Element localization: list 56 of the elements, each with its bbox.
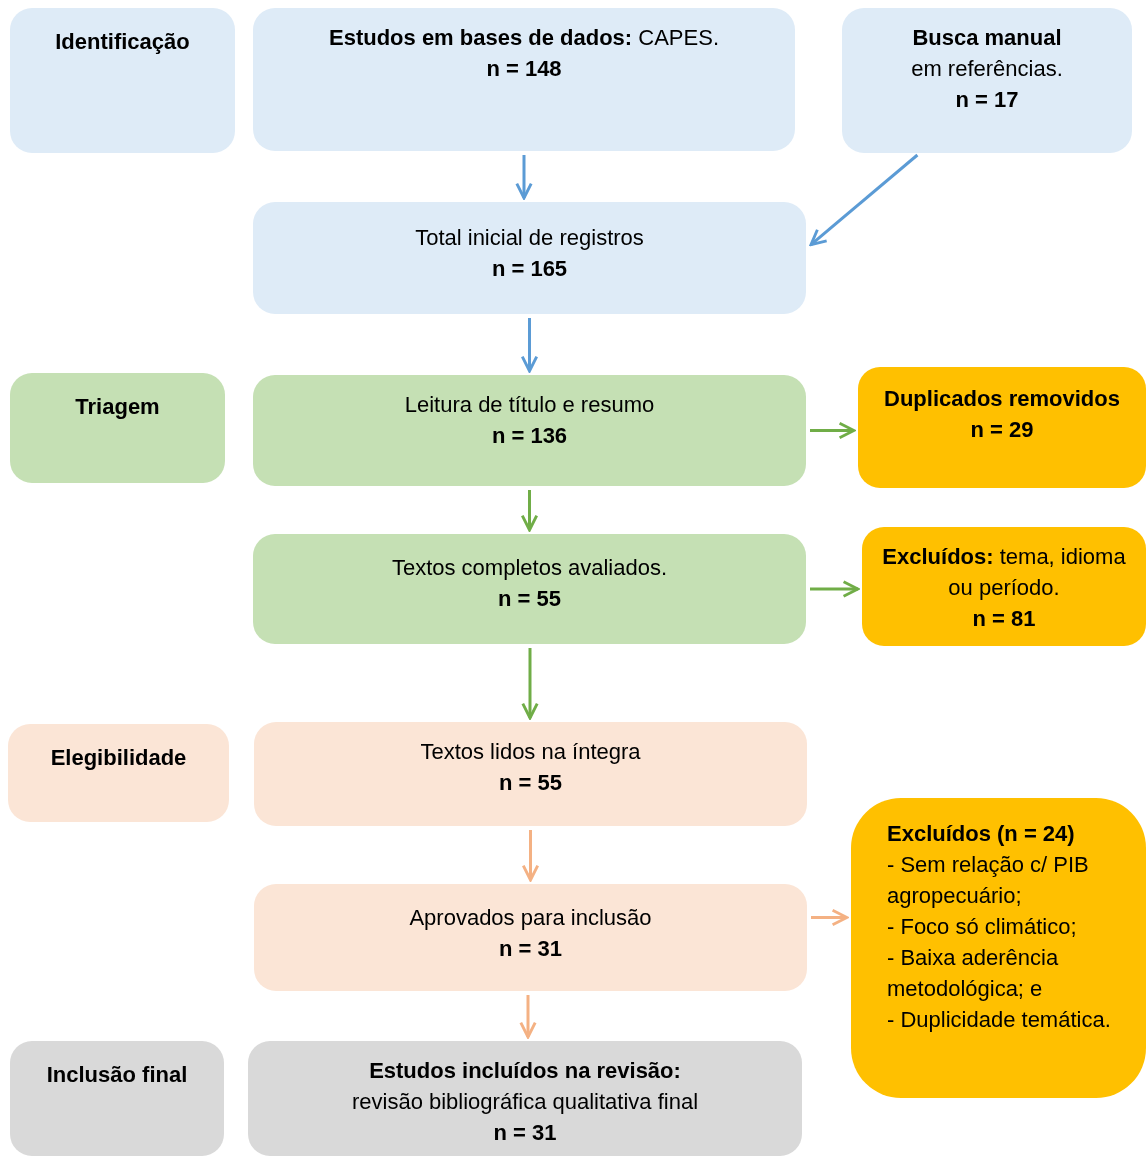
node-heading: Textos lidos na íntegra [420,738,641,766]
process-box [254,884,807,991]
node-text: em referências. [911,55,1063,83]
node-heading: Duplicados removidos [884,385,1120,413]
process-box [253,202,806,314]
node-text: n = 81 [972,605,1036,633]
node-heading: Leitura de título e resumo [404,391,655,419]
stage-label-box [8,724,229,822]
arrow [515,155,533,200]
node-heading: Estudos em bases de dados: CAPES. [329,24,719,52]
process-box [858,367,1146,488]
node-heading: Excluídos: tema, idioma ou período. [881,543,1127,602]
stage-label-box [10,1041,224,1156]
process-box [248,1041,802,1156]
node-text: - Foco só climático; [887,913,1077,941]
process-box [862,527,1146,646]
arrow [519,995,537,1039]
node-text: revisão bibliográfica qualitativa final [351,1088,699,1116]
node-text: n = 55 [498,585,561,613]
node-text: n = 165 [491,255,568,283]
node-text: - Duplicidade temática. [887,1006,1111,1034]
arrow [521,830,540,882]
process-box [842,8,1132,153]
node-text: - Baixa aderência metodológica; e [887,944,1060,1003]
node-heading: Estudos incluídos na revisão: [369,1057,681,1085]
node-text: n = 31 [499,935,562,963]
node-heading: Inclusão final [46,1061,188,1089]
process-box [253,534,806,644]
arrow [809,153,919,246]
node-text: n = 55 [499,769,562,797]
node-text: n = 136 [491,422,568,450]
node-heading: Aprovados para inclusão [409,904,652,932]
node-text: n = 29 [970,416,1034,444]
arrow [521,648,539,720]
node-heading: Triagem [75,393,160,421]
node-text: n = 17 [955,86,1019,114]
arrow [810,580,860,598]
stage-label-box [10,373,225,483]
arrow [811,908,849,927]
node-text: n = 148 [486,55,562,83]
node-heading: Excluídos (n = 24) [887,820,1075,848]
arrow [520,490,539,532]
process-box [253,375,806,486]
node-text: n = 31 [493,1119,557,1147]
node-heading: Elegibilidade [50,744,187,772]
node-heading: Total inicial de registros [415,224,644,252]
node-heading: Textos completos avaliados. [391,554,668,582]
process-box [851,798,1146,1098]
node-heading: Busca manual [912,24,1062,52]
process-box [254,722,807,826]
stage-label-box [10,8,235,153]
node-heading: Identificação [55,28,190,56]
process-box [253,8,795,151]
node-text: - Sem relação c/ PIB agropecuário; [887,851,1090,910]
arrow [520,318,539,373]
arrow [810,421,856,440]
